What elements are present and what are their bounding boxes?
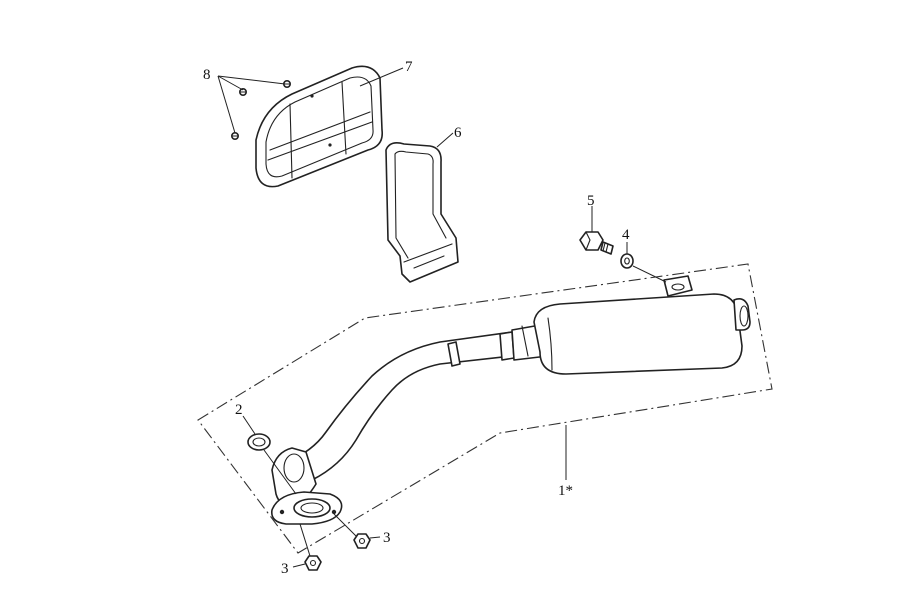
assembly-boundary-outline [197, 263, 773, 554]
part-2-gasket [247, 433, 271, 451]
leader-lines [217, 67, 667, 568]
part-5-bolt [579, 231, 614, 255]
part-3-nut-right [353, 533, 371, 549]
callout-7: 7 [405, 59, 413, 75]
part-6-bracket [385, 142, 459, 283]
part-4-washer [620, 253, 634, 269]
callout-6: 6 [454, 125, 462, 141]
callout-5: 5 [587, 193, 595, 209]
callout-2: 2 [235, 402, 243, 418]
callout-8: 8 [203, 67, 211, 83]
screw-icon [239, 88, 248, 97]
callout-4: 4 [622, 227, 630, 243]
callout-3-left: 3 [281, 561, 289, 577]
callout-1: 1* [558, 483, 573, 499]
part-7-heat-shield [255, 65, 384, 188]
part-3-nut-left [304, 555, 322, 571]
part-1-exhaust-assembly [270, 275, 751, 525]
screw-icon [231, 132, 240, 141]
callout-3-right: 3 [383, 530, 391, 546]
